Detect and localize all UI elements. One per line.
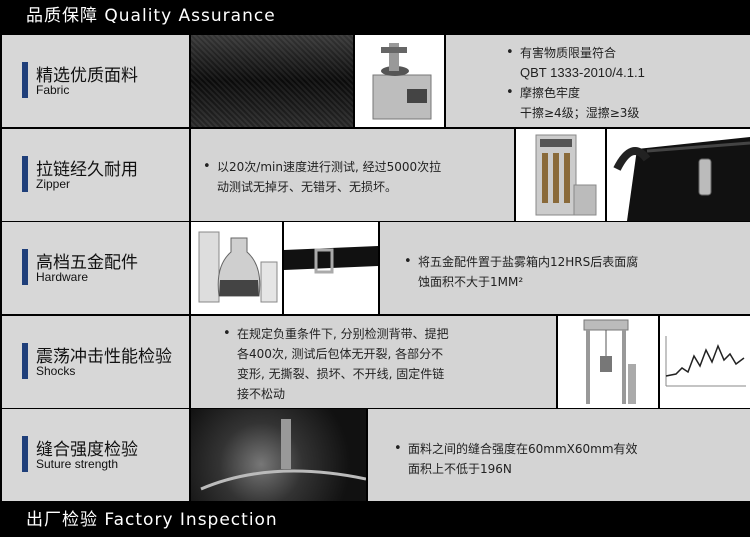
row-title-en: Suture strength — [36, 457, 119, 471]
quality-row-hardware: 高档五金配件 Hardware 将五金配件置于盐雾箱内12HRS后表面腐 蚀面积… — [0, 222, 750, 314]
hardware-specs: 将五金配件置于盐雾箱内12HRS后表面腐 蚀面积不大于1MM² — [380, 222, 750, 314]
strap-buckle-image — [284, 222, 378, 314]
bullet-text: 各400次, 测试后包体无开裂, 各部分不 — [237, 347, 444, 361]
zipper-tester-image — [516, 129, 605, 221]
bullet-text: 蚀面积不大于1MM² — [418, 275, 524, 289]
accent-bar — [22, 249, 28, 285]
accent-bar — [22, 436, 28, 472]
quality-row-shocks: 震荡冲击性能检验 Shocks 在规定负重条件下, 分别检测背带、提把 各400… — [0, 316, 750, 408]
shocks-specs: 在规定负重条件下, 分别检测背带、提把 各400次, 测试后包体无开裂, 各部分… — [191, 316, 556, 408]
row-label: 精选优质面料 Fabric — [2, 35, 189, 127]
accent-bar — [22, 156, 28, 192]
row-title-cn: 拉链经久耐用 — [36, 160, 138, 180]
bullet-text: 接不松动 — [237, 387, 286, 401]
accent-bar — [22, 62, 28, 98]
quality-row-zipper: 拉链经久耐用 Zipper 以20次/min速度进行测试, 经过5000次拉 动… — [0, 129, 750, 221]
row-label: 震荡冲击性能检验 Shocks — [2, 316, 189, 408]
footer-title: 出厂检验 Factory Inspection — [26, 510, 278, 530]
row-title-cn: 震荡冲击性能检验 — [36, 347, 172, 367]
row-label: 拉链经久耐用 Zipper — [2, 129, 189, 221]
row-title-en: Hardware — [36, 270, 89, 284]
header-bar: 品质保障 Quality Assurance — [0, 0, 750, 33]
lab-glassware-image — [191, 222, 282, 314]
bullet-text: 有害物质限量符合 — [504, 43, 645, 63]
bullet-text: 面料之间的缝合强度在60mmX60mm有效 — [392, 439, 638, 459]
footer-bar: 出厂检验 Factory Inspection — [0, 503, 750, 537]
shock-graph-image — [660, 316, 750, 408]
bullet-text: 变形, 无撕裂、损坏、不开线, 固定件链 — [237, 367, 445, 381]
quality-row-suture: 缝合强度检验 Suture strength 面料之间的缝合强度在60mmX60… — [0, 409, 750, 501]
fabric-specs: 有害物质限量符合 QBT 1333-2010/4.1.1 摩擦色牢度 干擦≥4级… — [446, 35, 750, 127]
header-title: 品质保障 Quality Assurance — [26, 6, 276, 26]
row-title-cn: 精选优质面料 — [36, 66, 138, 86]
bullet-text: 动测试无掉牙、无错牙、无损坏。 — [217, 180, 398, 194]
row-title-cn: 高档五金配件 — [36, 253, 138, 273]
bullet-text: 将五金配件置于盐雾箱内12HRS后表面腐 — [402, 252, 638, 272]
bullet-text: QBT 1333-2010/4.1.1 — [520, 65, 645, 80]
row-title-en: Zipper — [36, 177, 71, 191]
bullet-text: 干擦≥4级；湿擦≥3级 — [520, 106, 640, 120]
suture-specs: 面料之间的缝合强度在60mmX60mm有效 面积上不低于196N — [368, 409, 750, 501]
accent-bar — [22, 343, 28, 379]
quality-row-fabric: 精选优质面料 Fabric 有害物质限量符合 QBT 1333-2010/4.1… — [0, 35, 750, 127]
row-label: 缝合强度检验 Suture strength — [2, 409, 189, 501]
bag-zipper-image — [607, 129, 750, 221]
fabric-texture-image — [191, 35, 353, 127]
rubbing-tester-image — [355, 35, 444, 127]
bullet-text: 面积上不低于196N — [408, 462, 512, 476]
row-label: 高档五金配件 Hardware — [2, 222, 189, 314]
bullet-text: 摩擦色牢度 — [504, 83, 645, 103]
bullet-text: 以20次/min速度进行测试, 经过5000次拉 — [201, 157, 441, 177]
row-title-en: Fabric — [36, 83, 70, 97]
bullet-text: 在规定负重条件下, 分别检测背带、提把 — [221, 324, 449, 344]
zipper-specs: 以20次/min速度进行测试, 经过5000次拉 动测试无掉牙、无错牙、无损坏。 — [191, 129, 514, 221]
sewing-image — [191, 409, 366, 501]
shock-tester-image — [558, 316, 658, 408]
row-title-en: Shocks — [36, 364, 76, 378]
row-title-cn: 缝合强度检验 — [36, 440, 138, 460]
